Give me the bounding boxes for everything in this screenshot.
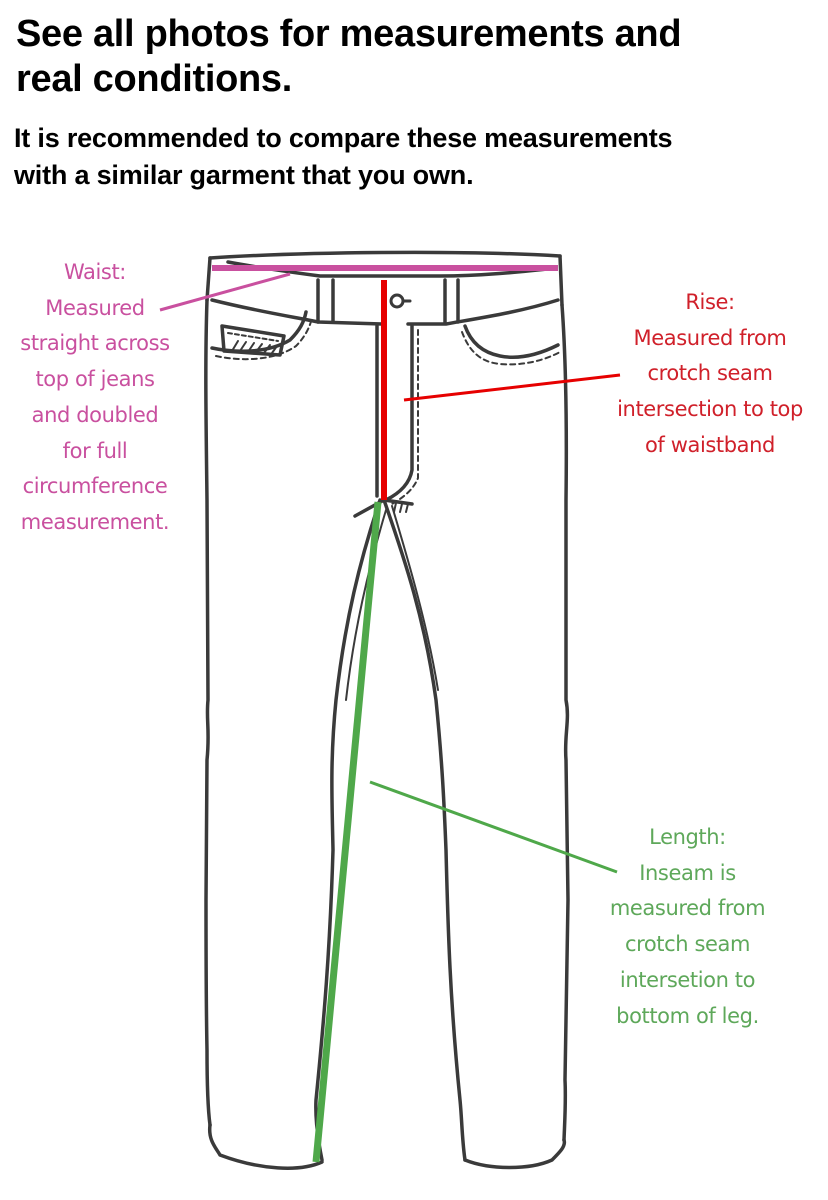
rise-desc-2: crotch seam bbox=[647, 361, 773, 386]
subtitle-line-2: with a similar garment that you own. bbox=[14, 160, 474, 190]
rise-indicator bbox=[381, 280, 621, 500]
length-desc-1: Inseam is bbox=[639, 860, 736, 885]
rise-desc-4: of waistband bbox=[644, 432, 775, 457]
rise-desc-3: intersection to top bbox=[617, 397, 803, 422]
rise-annotation: Rise: Measured from crotch seam intersec… bbox=[590, 285, 828, 464]
length-indicator bbox=[312, 501, 618, 1163]
waist-desc-6: circumference bbox=[22, 474, 168, 499]
length-desc-3: crotch seam bbox=[624, 932, 751, 957]
waist-desc-5: for full bbox=[62, 438, 128, 463]
title-line-1: See all photos for measurements and bbox=[16, 13, 682, 55]
waist-desc-3: top of jeans bbox=[35, 367, 155, 392]
page-subtitle: It is recommended to compare these measu… bbox=[14, 120, 673, 194]
waist-desc-1: Measured bbox=[45, 295, 145, 320]
jeans-outline bbox=[204, 250, 570, 1170]
length-label: Length: bbox=[649, 825, 726, 849]
waist-indicator bbox=[159, 265, 558, 312]
subtitle-line-1: It is recommended to compare these measu… bbox=[14, 123, 673, 153]
rise-desc-1: Measured from bbox=[633, 325, 787, 350]
length-desc-4: intersetion to bbox=[619, 967, 756, 992]
waist-label: Waist: bbox=[64, 260, 126, 284]
waist-annotation: Waist: Measured straight across top of j… bbox=[0, 255, 190, 541]
length-annotation: Length: Inseam is measured from crotch s… bbox=[590, 820, 785, 1034]
length-desc-5: bottom of leg. bbox=[616, 1003, 759, 1028]
rise-label: Rise: bbox=[685, 290, 735, 314]
title-line-2: real conditions. bbox=[16, 58, 293, 100]
waist-desc-7: measurement. bbox=[20, 509, 170, 534]
length-desc-2: measured from bbox=[609, 896, 766, 921]
page-title: See all photos for measurements and real… bbox=[16, 12, 682, 102]
waist-desc-4: and doubled bbox=[31, 402, 159, 427]
waist-desc-2: straight across bbox=[20, 331, 170, 356]
